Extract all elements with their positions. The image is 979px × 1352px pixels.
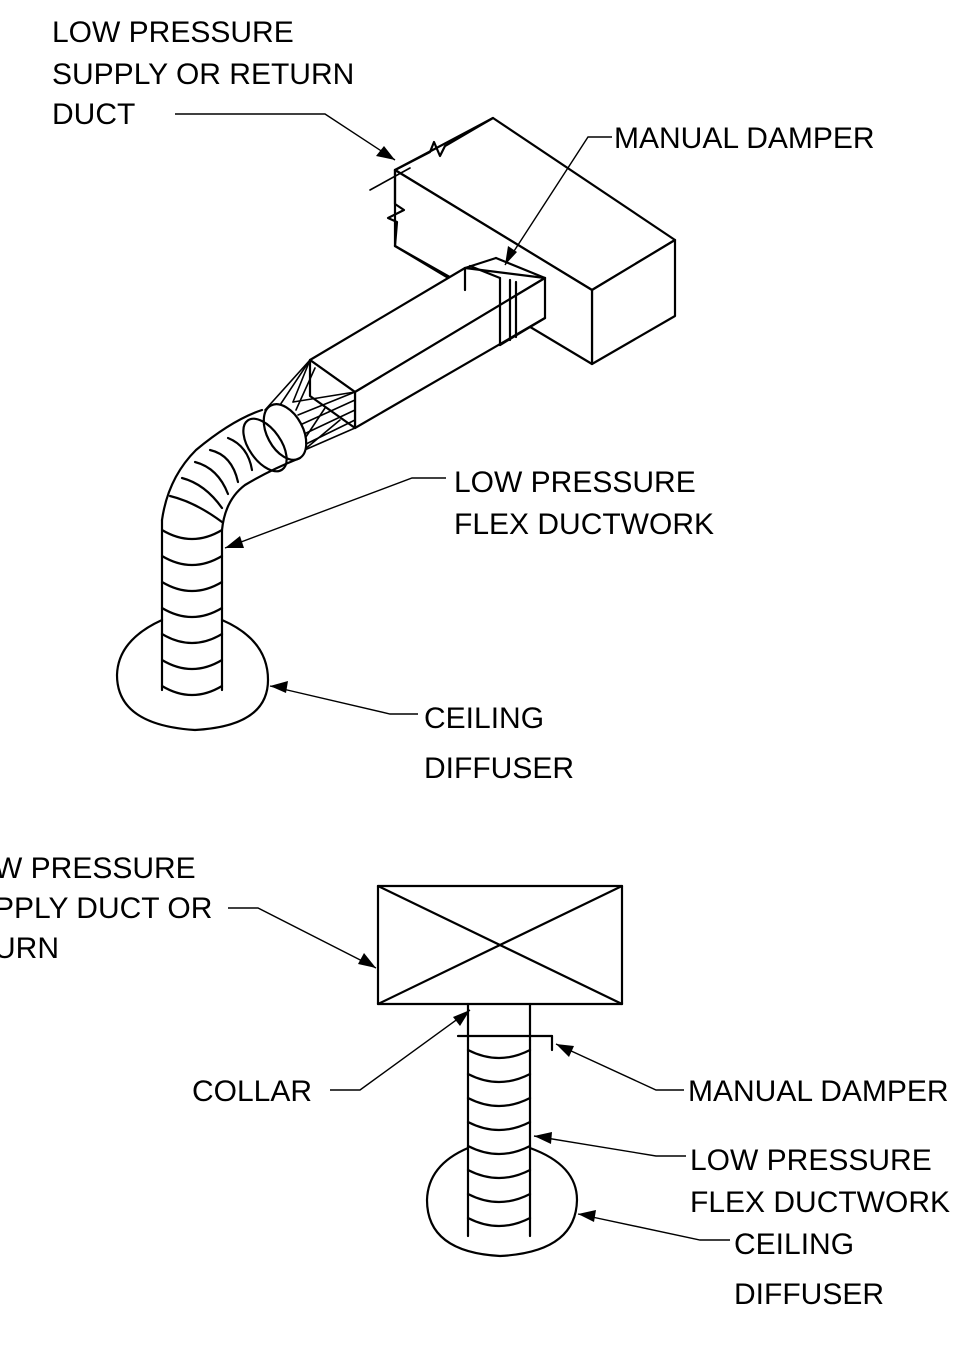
- flex-duct-drop: [160, 518, 224, 696]
- isometric-leaders: [175, 113, 612, 715]
- iso-duct-label-line2: SUPPLY OR RETURN: [52, 58, 354, 91]
- iso-flex-label-line2: FLEX DUCTWORK: [454, 508, 714, 541]
- isometric-view: LOW PRESSURE SUPPLY OR RETURN DUCT MANUA…: [52, 16, 875, 785]
- sec-collar-label: COLLAR: [192, 1075, 312, 1108]
- section-collar-damper: [456, 1002, 554, 1052]
- sec-damper-label: MANUAL DAMPER: [688, 1075, 949, 1108]
- branch-duct: [308, 256, 547, 430]
- iso-damper-label: MANUAL DAMPER: [614, 122, 875, 155]
- ceiling-diffuser: [115, 618, 270, 732]
- iso-diffuser-label-line1: CEILING: [424, 702, 544, 735]
- section-labels: W PRESSURE PPLY DUCT OR URN COLLAR MANUA…: [0, 852, 950, 1311]
- sec-duct-label-line1: W PRESSURE: [0, 852, 196, 885]
- section-duct-box: [376, 884, 624, 1006]
- sec-duct-label-line2: PPLY DUCT OR: [0, 892, 212, 925]
- isometric-labels: LOW PRESSURE SUPPLY OR RETURN DUCT MANUA…: [52, 16, 875, 785]
- iso-diffuser-label-line2: DIFFUSER: [424, 752, 574, 785]
- duct-transition: [264, 359, 356, 456]
- sec-diffuser-label-line1: CEILING: [734, 1228, 854, 1261]
- flex-duct-elbow: [160, 403, 308, 532]
- section-view: W PRESSURE PPLY DUCT OR URN COLLAR MANUA…: [0, 852, 950, 1311]
- sec-diffuser-label-line2: DIFFUSER: [734, 1278, 884, 1311]
- iso-duct-label-line3: DUCT: [52, 98, 135, 131]
- sec-flex-label-line1: LOW PRESSURE: [690, 1144, 932, 1177]
- iso-duct-label-line1: LOW PRESSURE: [52, 16, 294, 49]
- iso-flex-label-line1: LOW PRESSURE: [454, 466, 696, 499]
- section-flex-drop: [466, 1038, 532, 1238]
- sec-flex-label-line2: FLEX DUCTWORK: [690, 1186, 950, 1219]
- section-ceiling-diffuser: [425, 1146, 579, 1258]
- section-leaders: [228, 907, 730, 1241]
- sec-duct-label-line3: URN: [0, 932, 59, 965]
